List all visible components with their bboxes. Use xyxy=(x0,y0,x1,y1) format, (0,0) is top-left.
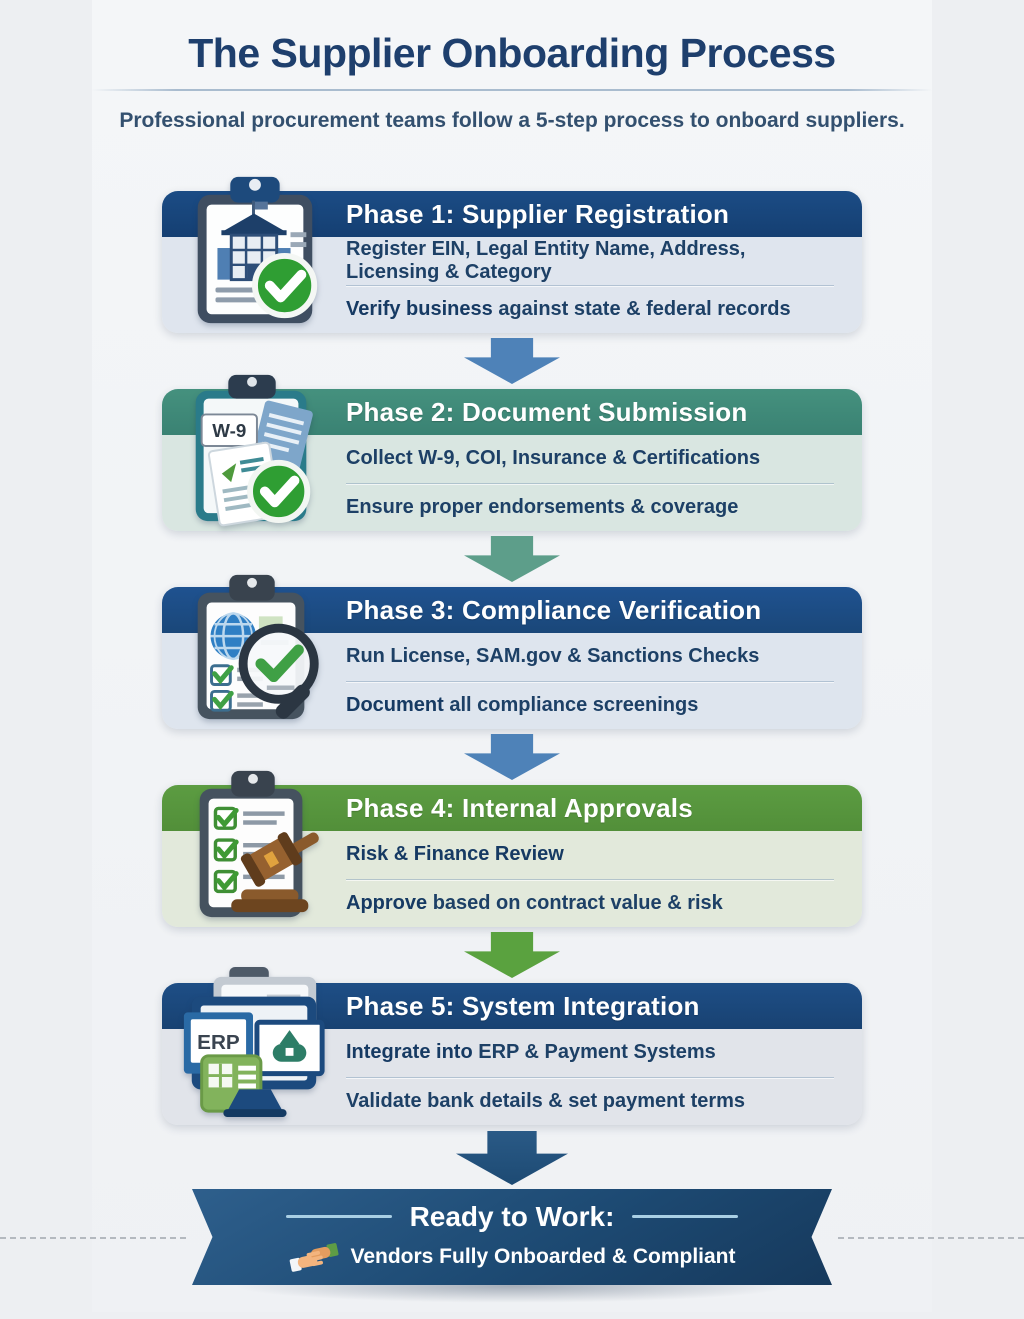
phase-3-row-1: Run License, SAM.gov & Sanctions Checks xyxy=(346,633,834,682)
phase-5-title: Phase 5: System Integration xyxy=(346,990,700,1021)
clipboard-building-check-icon xyxy=(174,167,332,333)
phase-1-title: Phase 1: Supplier Registration xyxy=(346,198,730,229)
phase-4-row-1: Risk & Finance Review xyxy=(346,831,834,880)
phase-2-card: W-9 Phase 2: Document Submission Collec xyxy=(162,374,862,531)
title-divider xyxy=(92,89,932,91)
banner-subtitle: Vendors Fully Onboarded & Compliant xyxy=(350,1244,736,1268)
checklist-gavel-icon xyxy=(174,761,332,927)
phase-2-title: Phase 2: Document Submission xyxy=(346,396,748,427)
phase-2-row-2: Ensure proper endorsements & coverage xyxy=(346,495,739,518)
down-arrow-icon xyxy=(464,536,560,582)
phase-3-row-2: Document all compliance screenings xyxy=(346,693,699,716)
phase-2-row-1: Collect W-9, COI, Insurance & Certificat… xyxy=(346,435,834,484)
banner-subtitle-row: Vendors Fully Onboarded & Compliant xyxy=(288,1240,736,1274)
banner-zone: Ready to Work: Vendors Fully Onb xyxy=(0,1189,1024,1319)
w9-documents-check-icon: W-9 xyxy=(174,365,332,531)
banner-rule-right xyxy=(632,1215,739,1218)
phase-3-title: Phase 3: Compliance Verification xyxy=(346,594,762,625)
dashed-line-right xyxy=(838,1237,1024,1239)
phase-3-card: Phase 3: Compliance Verification Run Lic… xyxy=(162,574,862,729)
down-arrow-icon xyxy=(464,932,560,978)
ready-banner: Ready to Work: Vendors Fully Onb xyxy=(192,1189,832,1285)
page-title: The Supplier Onboarding Process xyxy=(188,30,836,76)
banner-title-row: Ready to Work: xyxy=(285,1200,739,1233)
phase-1-card: Phase 1: Supplier Registration Register … xyxy=(162,176,862,333)
phase-4-card: Phase 4: Internal Approvals Risk & Finan… xyxy=(162,770,862,927)
down-arrow-icon xyxy=(456,1131,568,1185)
process-flow: Phase 1: Supplier Registration Register … xyxy=(162,176,862,1185)
phase-5-row-2: Validate bank details & set payment term… xyxy=(346,1089,746,1112)
banner-title: Ready to Work: xyxy=(409,1200,615,1232)
phase-5-row-1: Integrate into ERP & Payment Systems xyxy=(346,1029,834,1078)
globe-magnifier-check-icon xyxy=(174,563,332,729)
erp-label: ERP xyxy=(197,1031,240,1054)
w9-label: W-9 xyxy=(212,420,246,441)
handshake-icon xyxy=(288,1240,340,1274)
phase-1-row-2: Verify business against state & federal … xyxy=(346,297,791,320)
erp-monitor-integration-icon: ERP xyxy=(174,959,332,1125)
page-subtitle: Professional procurement teams follow a … xyxy=(119,109,905,132)
infographic-header: The Supplier Onboarding Process Professi… xyxy=(0,0,1024,133)
dashed-line-left xyxy=(0,1237,186,1239)
phase-4-title: Phase 4: Internal Approvals xyxy=(346,792,693,823)
phase-1-row-1: Register EIN, Legal Entity Name, Address… xyxy=(346,237,834,286)
banner-rule-left xyxy=(285,1215,392,1218)
phase-4-row-2: Approve based on contract value & risk xyxy=(346,891,723,914)
down-arrow-icon xyxy=(464,734,560,780)
phase-5-card: ERP Phase 5: System Integration xyxy=(162,966,862,1125)
down-arrow-icon xyxy=(464,338,560,384)
